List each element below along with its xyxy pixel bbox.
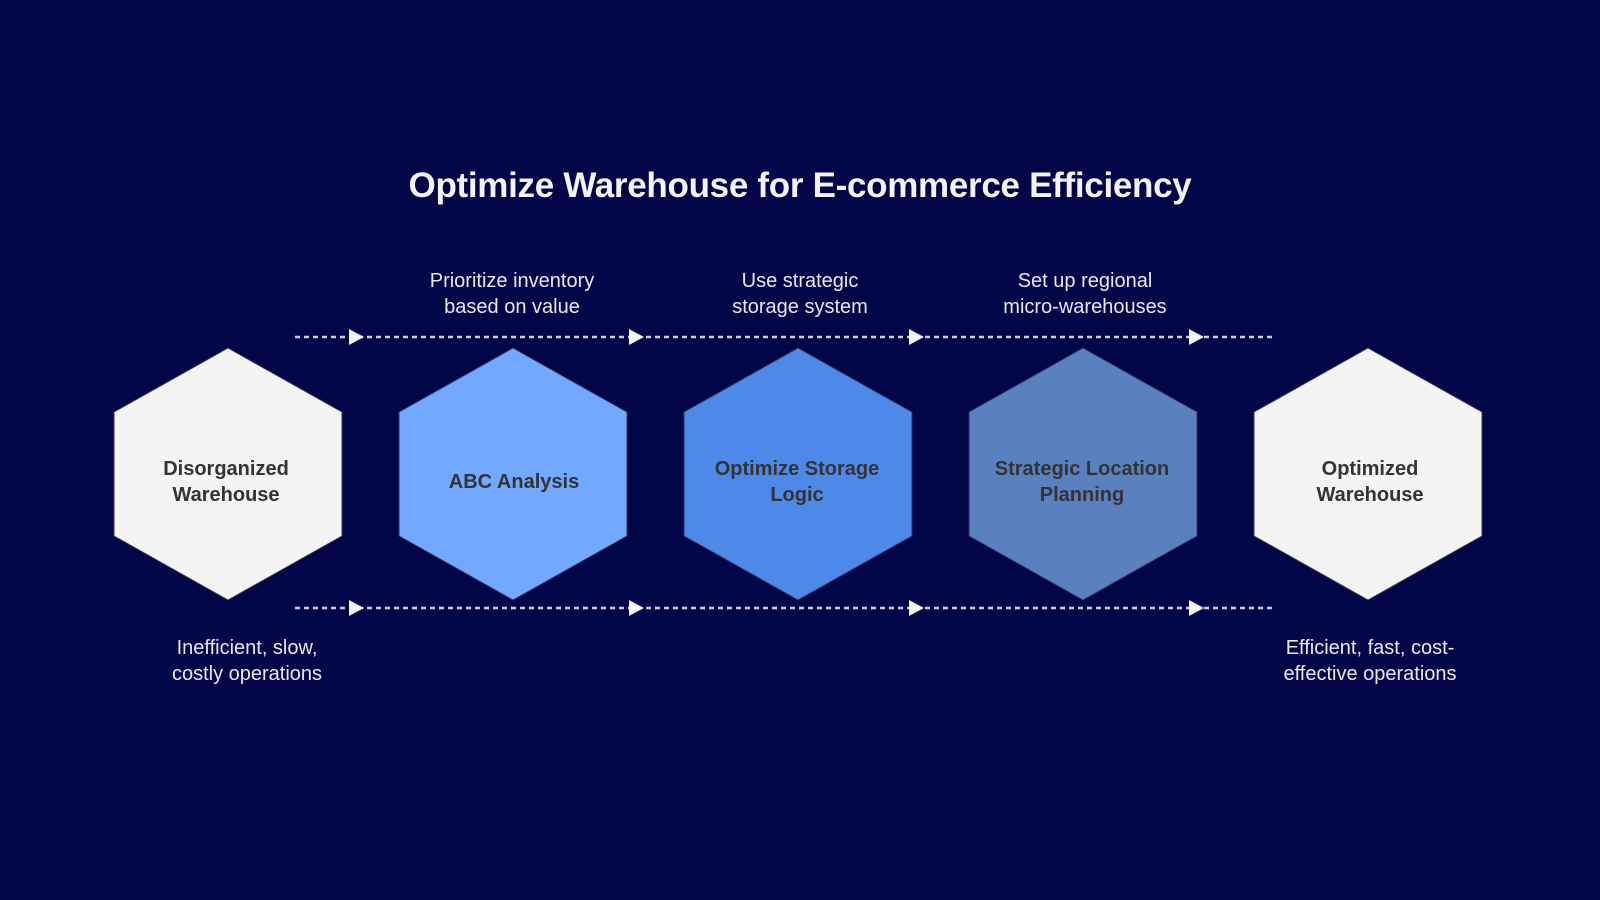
top-connector bbox=[295, 329, 1275, 345]
hexagon-start bbox=[113, 347, 343, 601]
caption-line: Prioritize inventory bbox=[429, 270, 595, 292]
arrow-right-icon bbox=[1189, 600, 1204, 616]
arrow-right-icon bbox=[1189, 329, 1204, 345]
node-label-line: Disorganized bbox=[163, 458, 289, 480]
arrow-right-icon bbox=[629, 329, 644, 345]
node-label-line: ABC Analysis bbox=[448, 471, 580, 493]
diagram-title: Optimize Warehouse for E-commerce Effici… bbox=[408, 166, 1192, 205]
caption-line: Use strategic bbox=[741, 270, 859, 292]
arrow-right-icon bbox=[349, 600, 364, 616]
caption-line: effective operations bbox=[1283, 663, 1457, 685]
caption-micro-warehouses: Set up regional micro-warehouses bbox=[965, 268, 1205, 320]
caption-prioritize-inventory: Prioritize inventory based on value bbox=[392, 268, 632, 320]
caption-efficient-operations: Efficient, fast, cost- effective operati… bbox=[1250, 635, 1490, 687]
caption-inefficient-operations: Inefficient, slow, costly operations bbox=[127, 635, 367, 687]
hexagon-step3 bbox=[968, 347, 1198, 601]
caption-line: Inefficient, slow, bbox=[176, 637, 318, 659]
caption-line: Efficient, fast, cost- bbox=[1285, 637, 1455, 659]
node-label-optimize-storage-logic: Optimize Storage Logic bbox=[687, 456, 907, 508]
node-label-abc-analysis: ABC Analysis bbox=[414, 469, 614, 495]
node-label-disorganized-warehouse: Disorganized Warehouse bbox=[126, 456, 326, 508]
node-label-line: Optimized bbox=[1321, 458, 1419, 480]
caption-line: costly operations bbox=[171, 663, 323, 685]
node-label-optimized-warehouse: Optimized Warehouse bbox=[1270, 456, 1470, 508]
node-label-line: Planning bbox=[1039, 484, 1125, 506]
caption-strategic-storage: Use strategic storage system bbox=[680, 268, 920, 320]
arrow-right-icon bbox=[629, 600, 644, 616]
node-label-line: Warehouse bbox=[1316, 484, 1424, 506]
node-label-line: Logic bbox=[770, 484, 824, 506]
bottom-connector bbox=[295, 600, 1275, 616]
node-label-line: Optimize Storage bbox=[714, 458, 880, 480]
caption-line: micro-warehouses bbox=[1003, 296, 1167, 318]
node-label-line: Strategic Location bbox=[994, 458, 1170, 480]
hexagon-end bbox=[1253, 347, 1483, 601]
arrow-right-icon bbox=[909, 329, 924, 345]
hexagon-step1 bbox=[398, 347, 628, 601]
node-label-line: Warehouse bbox=[172, 484, 280, 506]
arrow-right-icon bbox=[349, 329, 364, 345]
hexagon-step2 bbox=[683, 347, 913, 601]
node-label-strategic-location-planning: Strategic Location Planning bbox=[972, 456, 1192, 508]
arrow-right-icon bbox=[909, 600, 924, 616]
caption-line: Set up regional bbox=[1017, 270, 1153, 292]
caption-line: based on value bbox=[444, 296, 580, 318]
caption-line: storage system bbox=[732, 296, 868, 318]
